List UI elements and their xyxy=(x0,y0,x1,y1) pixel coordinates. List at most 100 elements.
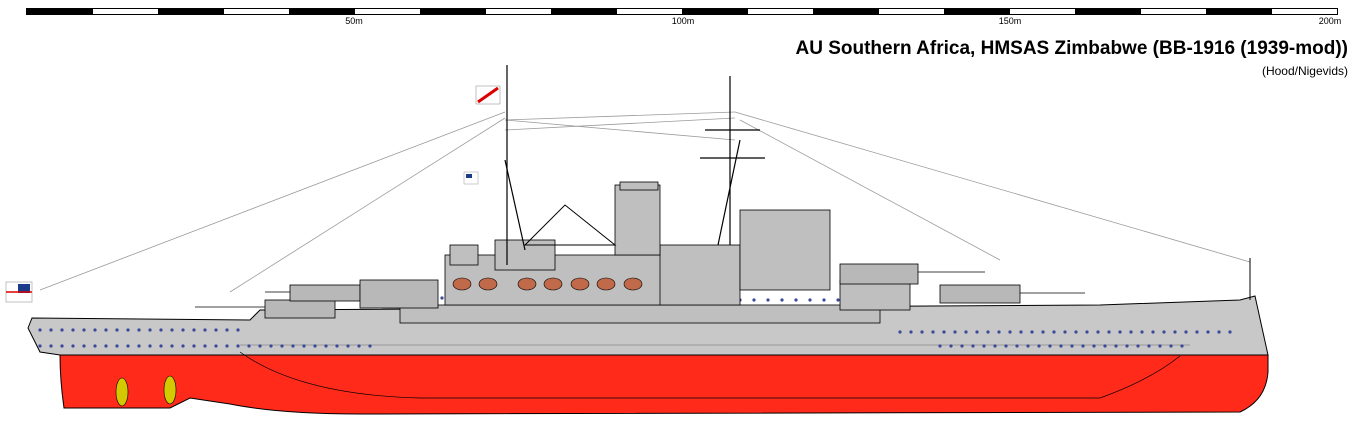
porthole xyxy=(357,344,361,348)
porthole xyxy=(752,298,756,302)
porthole xyxy=(115,344,119,348)
porthole xyxy=(280,344,284,348)
porthole xyxy=(1169,344,1173,348)
porthole xyxy=(1180,344,1184,348)
porthole xyxy=(203,328,207,332)
porthole xyxy=(214,344,218,348)
porthole xyxy=(1085,330,1089,334)
porthole xyxy=(1151,330,1155,334)
porthole xyxy=(1217,330,1221,334)
scale-bar-segment xyxy=(1075,9,1141,14)
boat-crane xyxy=(523,204,617,246)
porthole xyxy=(960,344,964,348)
porthole xyxy=(808,298,812,302)
porthole xyxy=(159,328,163,332)
mast-main xyxy=(700,76,765,246)
porthole xyxy=(1147,344,1151,348)
porthole xyxy=(49,344,53,348)
porthole xyxy=(898,330,902,334)
porthole xyxy=(170,328,174,332)
porthole xyxy=(1092,344,1096,348)
porthole xyxy=(993,344,997,348)
porthole xyxy=(1096,330,1100,334)
scale-label-150m: 150m xyxy=(998,16,1022,26)
porthole xyxy=(440,296,444,300)
porthole xyxy=(1107,330,1111,334)
scale-bar-segment xyxy=(1206,9,1272,14)
porthole xyxy=(236,328,240,332)
porthole xyxy=(1008,330,1012,334)
porthole xyxy=(1048,344,1052,348)
propellers xyxy=(115,375,177,407)
porthole xyxy=(126,344,130,348)
porthole xyxy=(1103,344,1107,348)
porthole xyxy=(38,344,42,348)
porthole xyxy=(949,344,953,348)
rigging-lines xyxy=(39,111,1251,293)
porthole xyxy=(115,328,119,332)
porthole xyxy=(1136,344,1140,348)
porthole xyxy=(38,328,42,332)
porthole xyxy=(93,344,97,348)
porthole xyxy=(822,298,826,302)
mast-fore xyxy=(504,65,526,265)
porthole xyxy=(938,344,942,348)
porthole xyxy=(335,344,339,348)
porthole xyxy=(1184,330,1188,334)
scale-bar-segment xyxy=(420,9,486,14)
porthole xyxy=(192,344,196,348)
porthole xyxy=(258,344,262,348)
porthole xyxy=(137,328,141,332)
ensign-flag-icon xyxy=(5,281,33,303)
scale-bar-segment xyxy=(682,9,748,14)
porthole xyxy=(1070,344,1074,348)
porthole xyxy=(1030,330,1034,334)
scale-bar-segment xyxy=(158,9,224,14)
porthole xyxy=(1158,344,1162,348)
porthole xyxy=(1019,330,1023,334)
scale-bar xyxy=(26,8,1338,15)
porthole xyxy=(1206,330,1210,334)
porthole xyxy=(269,344,273,348)
porthole xyxy=(1063,330,1067,334)
porthole xyxy=(368,344,372,348)
porthole xyxy=(1118,330,1122,334)
porthole xyxy=(181,328,185,332)
porthole xyxy=(986,330,990,334)
porthole xyxy=(1125,344,1129,348)
porthole xyxy=(931,330,935,334)
porthole xyxy=(1081,344,1085,348)
porthole xyxy=(126,328,130,332)
porthole xyxy=(82,328,86,332)
porthole xyxy=(324,344,328,348)
signal-flag-icon xyxy=(475,85,501,105)
porthole xyxy=(214,328,218,332)
porthole xyxy=(920,330,924,334)
porthole xyxy=(1129,330,1133,334)
porthole xyxy=(1052,330,1056,334)
porthole xyxy=(291,344,295,348)
porthole xyxy=(82,344,86,348)
porthole xyxy=(953,330,957,334)
porthole xyxy=(181,344,185,348)
scale-bar-segment xyxy=(289,9,355,14)
porthole xyxy=(236,344,240,348)
scale-label-50m: 50m xyxy=(345,16,363,26)
porthole xyxy=(49,328,53,332)
porthole xyxy=(137,344,141,348)
porthole xyxy=(1114,344,1118,348)
porthole xyxy=(1228,330,1232,334)
scale-bar-segment xyxy=(944,9,1010,14)
porthole xyxy=(1037,344,1041,348)
scale-bar-segment xyxy=(813,9,879,14)
boats xyxy=(452,277,643,291)
porthole xyxy=(794,298,798,302)
porthole xyxy=(971,344,975,348)
porthole xyxy=(964,330,968,334)
porthole xyxy=(225,344,229,348)
porthole xyxy=(1173,330,1177,334)
drawing-subtitle: (Hood/Nigevids) xyxy=(1261,64,1348,78)
porthole xyxy=(997,330,1001,334)
porthole xyxy=(148,344,152,348)
